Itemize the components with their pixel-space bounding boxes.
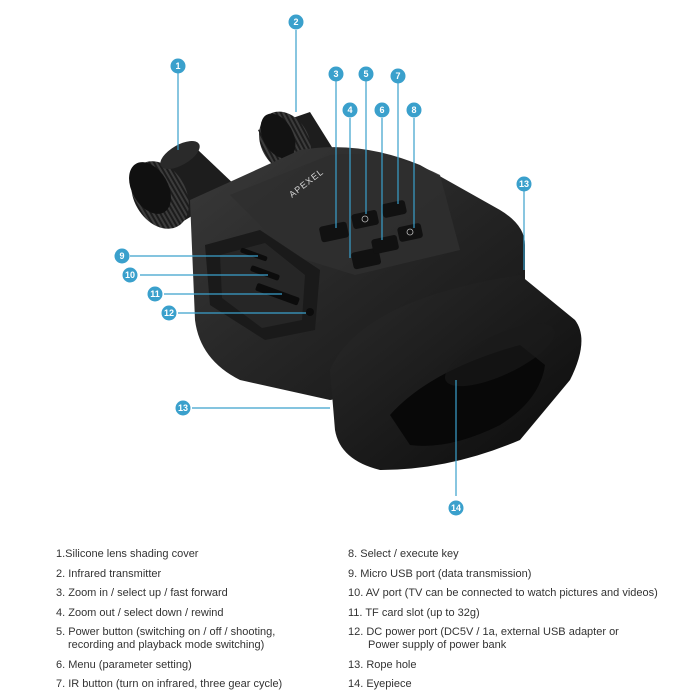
legend-item-13: 13. Rope hole bbox=[348, 658, 417, 671]
left-lens-barrel bbox=[129, 141, 238, 229]
legend-item-12-cont: Power supply of power bank bbox=[368, 639, 507, 651]
svg-text:4: 4 bbox=[347, 105, 352, 115]
callout-7: 7 bbox=[390, 68, 406, 84]
svg-text:2: 2 bbox=[293, 17, 298, 27]
callout-11: 11 bbox=[147, 286, 163, 302]
svg-text:1: 1 bbox=[175, 61, 180, 71]
zoom-in-button bbox=[319, 221, 349, 243]
callout-13-top: 13 bbox=[516, 176, 532, 192]
svg-text:10: 10 bbox=[125, 270, 135, 280]
callout-4: 4 bbox=[342, 102, 358, 118]
legend-item-3: 3. Zoom in / select up / fast forward bbox=[56, 587, 228, 599]
device-diagram: APEXEL bbox=[114, 14, 582, 516]
svg-text:5: 5 bbox=[363, 69, 368, 79]
svg-text:13: 13 bbox=[178, 403, 188, 413]
callout-14: 14 bbox=[448, 500, 464, 516]
legend-item-12: 12. DC power port (DC5V / 1a, external U… bbox=[348, 626, 619, 638]
ir-button bbox=[381, 200, 407, 218]
top-buttons bbox=[319, 200, 423, 270]
select-button bbox=[397, 223, 423, 242]
legend-item-1: 1.Silicone lens shading cover bbox=[56, 548, 199, 560]
leader-lines bbox=[130, 30, 525, 496]
callout-1: 1 bbox=[170, 58, 186, 74]
svg-text:12: 12 bbox=[164, 308, 174, 318]
power-button bbox=[351, 210, 379, 229]
legend-item-5: 5. Power button (switching on / off / sh… bbox=[56, 626, 276, 638]
svg-text:8: 8 bbox=[411, 105, 416, 115]
callout-3: 3 bbox=[328, 66, 344, 82]
callout-8: 8 bbox=[406, 102, 422, 118]
svg-text:11: 11 bbox=[150, 289, 160, 299]
menu-button bbox=[371, 235, 399, 254]
callout-5: 5 bbox=[358, 66, 374, 82]
svg-text:9: 9 bbox=[119, 251, 124, 261]
callout-6: 6 bbox=[374, 102, 390, 118]
eyepiece bbox=[330, 275, 582, 470]
callout-9: 9 bbox=[114, 248, 130, 264]
zoom-out-button bbox=[351, 247, 382, 270]
legend-item-11: 11. TF card slot (up to 32g) bbox=[348, 606, 480, 619]
legend-item-10: 10. AV port (TV can be connected to watc… bbox=[348, 587, 658, 599]
svg-text:3: 3 bbox=[333, 69, 338, 79]
svg-text:14: 14 bbox=[451, 503, 461, 513]
legend-item-2: 2. Infrared transmitter bbox=[56, 567, 162, 580]
callout-10: 10 bbox=[122, 267, 138, 283]
top-panel bbox=[230, 154, 460, 275]
legend-item-14: 14. Eyepiece bbox=[348, 678, 412, 690]
callouts: 1 2 3 4 5 6 7 8 9 10 11 12 13 13 14 bbox=[114, 14, 532, 516]
av-port bbox=[250, 265, 280, 281]
legend-left: 1.Silicone lens shading cover 2. Infrare… bbox=[56, 548, 336, 698]
svg-text:13: 13 bbox=[519, 179, 529, 189]
legend-item-6: 6. Menu (parameter setting) bbox=[56, 658, 192, 671]
legend-item-9: 9. Micro USB port (data transmission) bbox=[348, 567, 532, 580]
callout-13-bottom: 13 bbox=[175, 400, 191, 416]
legend-item-7: 7. IR button (turn on infrared, three ge… bbox=[56, 678, 283, 690]
legend-item-4: 4. Zoom out / select down / rewind bbox=[56, 606, 224, 619]
legend-item-5-cont: recording and playback mode switching) bbox=[68, 639, 265, 651]
legend-right: 8. Select / execute key 9. Micro USB por… bbox=[348, 548, 693, 698]
legend-item-8: 8. Select / execute key bbox=[348, 548, 459, 560]
svg-text:6: 6 bbox=[379, 105, 384, 115]
svg-text:7: 7 bbox=[395, 71, 400, 81]
callout-12: 12 bbox=[161, 305, 177, 321]
micro-usb-port bbox=[240, 247, 268, 262]
dc-power-port bbox=[306, 308, 314, 316]
callout-2: 2 bbox=[288, 14, 304, 30]
